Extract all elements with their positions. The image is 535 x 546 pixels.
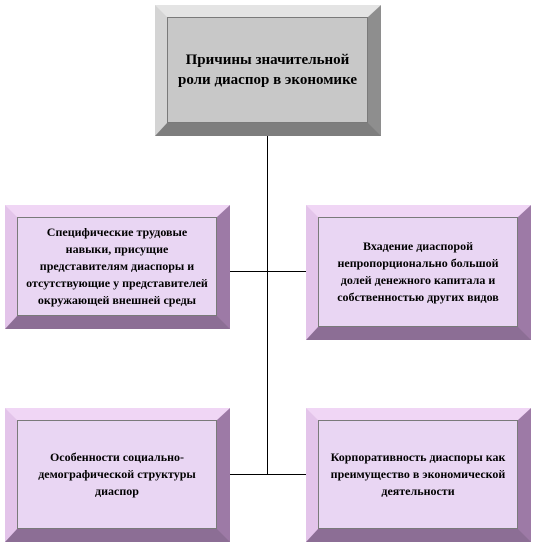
connector-row-2 (230, 474, 306, 475)
node-corporativeness-label: Корпоративность диаспоры как преимуществ… (318, 420, 518, 529)
node-socio-demographic: Особенности социально-демографической ст… (5, 408, 230, 542)
connector-row-1 (230, 271, 306, 272)
node-capital-ownership: Вхадение диаспорой непропорционально бол… (306, 205, 531, 340)
vertical-connector (267, 136, 268, 474)
node-corporativeness: Корпоративность диаспоры как преимуществ… (306, 408, 531, 542)
node-labor-skills: Специфические трудовые навыки, присущие … (5, 205, 230, 329)
root-node-label: Причины значительной роли диаспор в экон… (167, 17, 368, 123)
root-node: Причины значительной роли диаспор в экон… (155, 5, 381, 136)
node-capital-ownership-label: Вхадение диаспорой непропорционально бол… (318, 217, 518, 327)
node-socio-demographic-label: Особенности социально-демографической ст… (17, 420, 217, 529)
node-labor-skills-label: Специфические трудовые навыки, присущие … (17, 217, 217, 316)
